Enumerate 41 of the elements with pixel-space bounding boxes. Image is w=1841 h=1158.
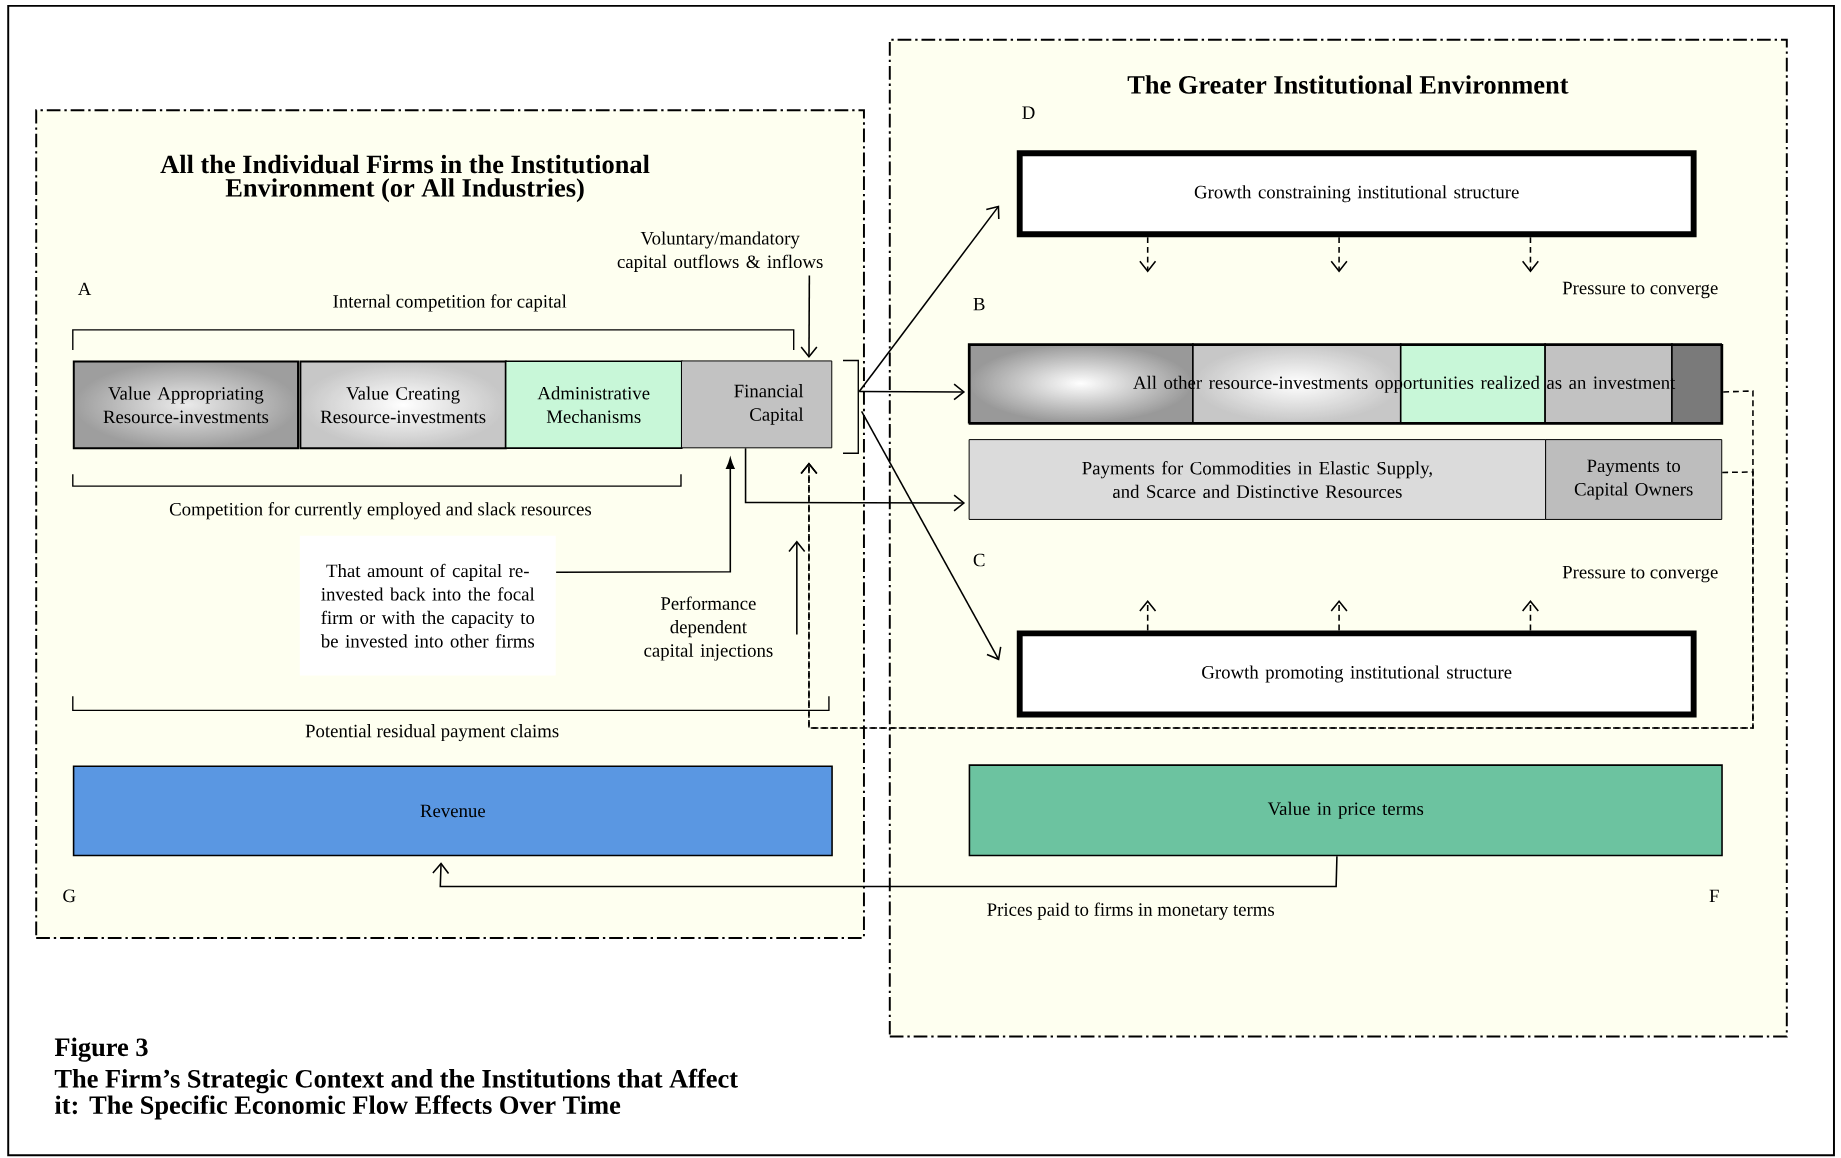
- seg: Value Appropriating Resource-investments: [72, 360, 300, 450]
- arrow: [800, 274, 818, 359]
- arrow: [788, 540, 806, 636]
- arrow: [1139, 600, 1157, 632]
- arrow: [1330, 236, 1348, 273]
- bracket-label: Competition for currently employed and slack resources: [169, 502, 592, 520]
- note-text: Pressure to converge: [1562, 566, 1718, 583]
- arrow: [432, 855, 1338, 888]
- structure-box: Growth constraining institutional structure: [1016, 150, 1697, 238]
- arrow: [744, 447, 966, 512]
- arrow: [800, 462, 1754, 729]
- letter-label: G: [63, 889, 76, 903]
- bracket-label: Internal competition for capital: [333, 294, 567, 312]
- arrow: [1521, 600, 1540, 632]
- note-text: Pressure to converge: [1562, 282, 1718, 299]
- arrow: [858, 205, 1000, 393]
- arrow: [858, 383, 966, 401]
- letter-label: C: [973, 553, 985, 567]
- letter-label: B: [973, 298, 985, 311]
- structure-box: Growth promoting institutional structure: [1016, 630, 1697, 718]
- bar-segment: Payments for Commodities in Elastic Supply, and Scarce and Distinctive Resources: [968, 439, 1547, 521]
- bar: Revenue: [72, 765, 833, 857]
- edge-label: Prices paid to firms in monetary terms: [987, 902, 1274, 920]
- bar: Value in price terms: [968, 764, 1723, 857]
- arrow: [555, 458, 735, 574]
- bracket-label: Potential residual payment claims: [305, 724, 559, 742]
- caption: The Firm’s Strategic Context and the Institutions that Affect it: The Specific Economic Flow Effects Over Time: [54, 1069, 738, 1120]
- annotation-text: Voluntary/mandatory capital outflows & inflows: [617, 231, 823, 273]
- arrow: [1330, 600, 1348, 632]
- figure-number: Figure 3: [54, 1037, 148, 1062]
- arrow: [1521, 236, 1540, 273]
- bar-segment: Payments to Capital Owners: [1545, 439, 1723, 521]
- arrow: [860, 410, 1002, 661]
- letter-label: F: [1709, 889, 1719, 903]
- seg: Financial Capital: [681, 360, 833, 449]
- seg: Administrative Mechanisms: [504, 360, 683, 450]
- letter-label: D: [1022, 106, 1035, 120]
- note-box: That amount of capital re-invested back into the focal firm or with the capacity to be invested into other firms: [299, 535, 556, 676]
- annotation-text: Performance dependent capital injections: [644, 596, 773, 661]
- letter-label: A: [77, 282, 92, 296]
- arrow: [1139, 236, 1157, 273]
